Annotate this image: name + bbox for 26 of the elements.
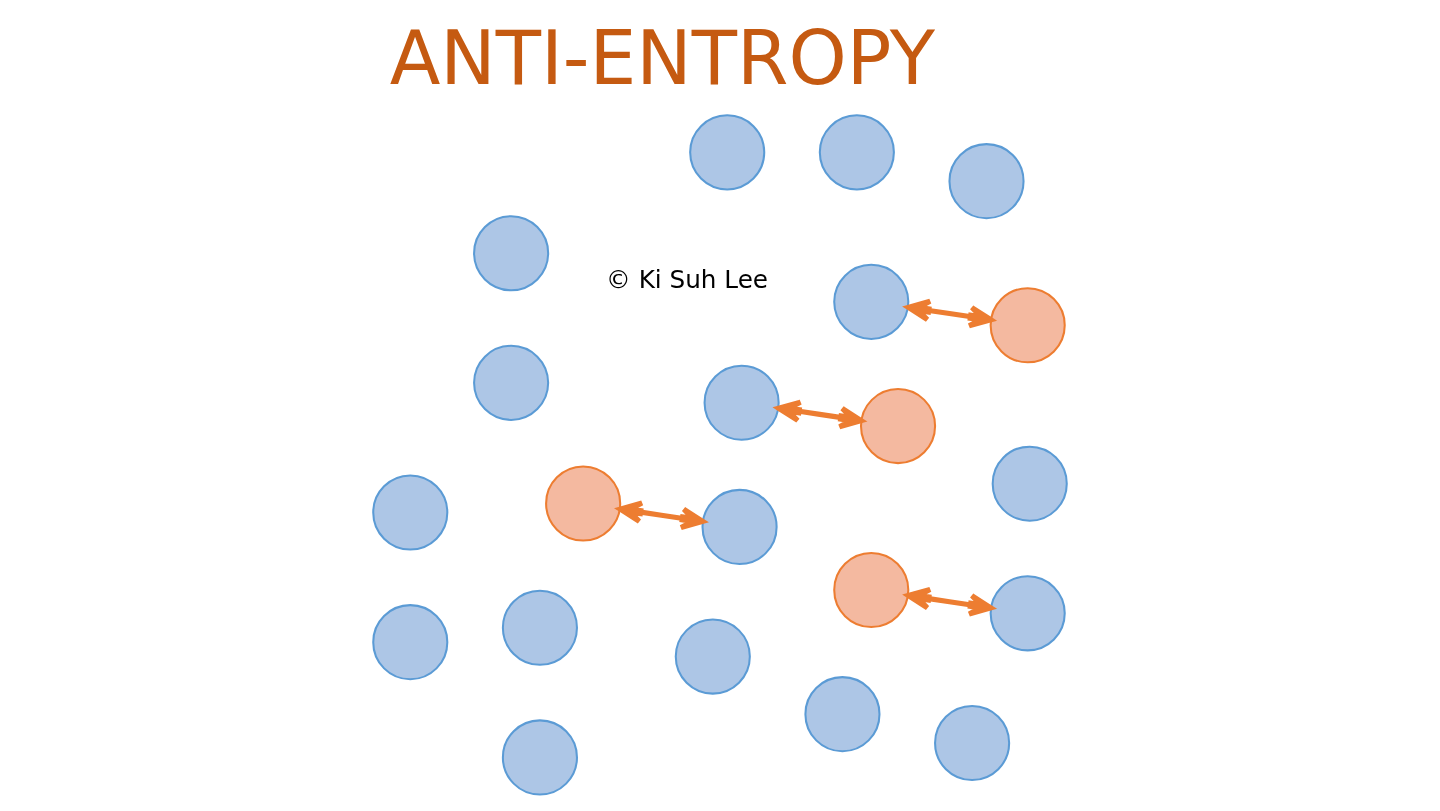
node-circle: [804, 676, 881, 753]
node-circle: [701, 488, 778, 565]
arrow: [617, 500, 706, 531]
node-circle: [689, 114, 766, 191]
node-circle: [989, 575, 1066, 652]
node-circle: [934, 704, 1011, 782]
arrow: [905, 298, 994, 329]
node-circle: [859, 388, 937, 465]
node-circle: [501, 589, 578, 666]
node-circle: [501, 719, 578, 796]
node-circle: [991, 445, 1068, 522]
node-circle: [473, 215, 550, 292]
node-circle: [948, 143, 1025, 220]
node-circle: [703, 364, 780, 441]
node-circle: [473, 344, 550, 421]
arrow: [905, 586, 994, 617]
diagram-title: ANTI-ENTROPY: [389, 15, 936, 102]
node-circle: [674, 618, 751, 695]
node-circle: [989, 287, 1066, 364]
node-circle: [372, 604, 449, 681]
node-circle: [833, 263, 910, 340]
node-circle: [545, 465, 622, 542]
node-circle: [372, 474, 449, 551]
node-circle: [833, 551, 910, 629]
node-circle: [818, 114, 895, 191]
label: © Ki Suh Lee: [606, 265, 769, 295]
